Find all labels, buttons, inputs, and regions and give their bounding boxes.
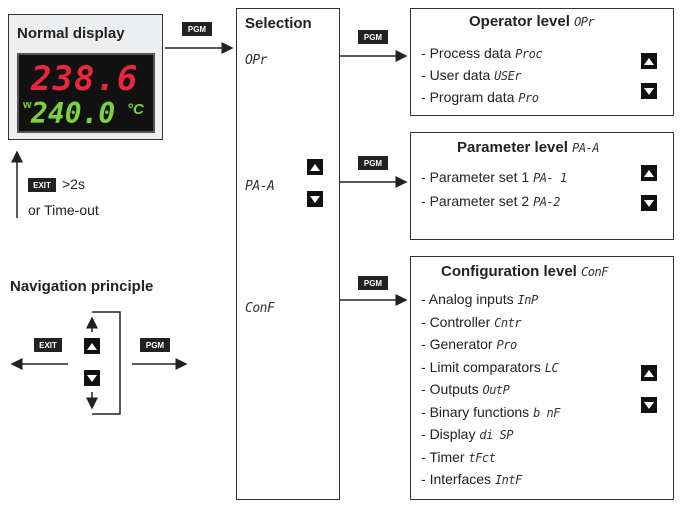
- nav-down-key[interactable]: [84, 370, 100, 386]
- selection-title: Selection: [245, 15, 312, 32]
- up-arrow-icon: [644, 369, 654, 377]
- pgm-key-operator[interactable]: PGM: [358, 30, 388, 44]
- navigation-title: Navigation principle: [10, 278, 154, 295]
- pgm-key-1[interactable]: PGM: [182, 22, 212, 36]
- configuration-item-code: b nF: [533, 405, 560, 420]
- configuration-item-code: Pro: [496, 338, 518, 352]
- parameter-down-key[interactable]: [641, 195, 657, 211]
- configuration-item-label: Analog inputs: [428, 291, 514, 307]
- configuration-item-label: Timer: [429, 448, 465, 465]
- up-arrow-icon: [87, 342, 97, 350]
- exit-timeout: or Time-out: [28, 202, 99, 218]
- configuration-item-label: Controller: [429, 313, 491, 330]
- operator-down-key[interactable]: [641, 83, 657, 99]
- down-arrow-icon: [644, 87, 654, 95]
- configuration-item[interactable]: - Interfaces IntF: [421, 471, 522, 487]
- operator-level-panel: Operator level OPr - Process data Proc -…: [410, 8, 674, 116]
- operator-up-key[interactable]: [641, 53, 657, 69]
- configuration-item-label: Display: [429, 426, 476, 442]
- down-arrow-icon: [87, 374, 97, 382]
- configuration-item[interactable]: - Timer tFct: [421, 448, 496, 465]
- selection-panel: Selection OPr PA-A ConF: [236, 8, 340, 500]
- configuration-item-code: InP: [517, 293, 539, 307]
- configuration-item-label: Limit comparators: [429, 358, 541, 375]
- pgm-key-parameter[interactable]: PGM: [358, 156, 388, 170]
- configuration-item-label: Binary functions: [429, 403, 530, 420]
- configuration-item-label: Outputs: [429, 381, 479, 397]
- configuration-item[interactable]: - Generator Pro: [421, 336, 517, 352]
- configuration-item-code: di SP: [479, 428, 513, 442]
- configuration-item-code: LC: [544, 360, 559, 375]
- process-value: 238.6: [31, 59, 139, 99]
- operator-item-process[interactable]: - Process data Proc: [421, 45, 543, 61]
- configuration-item[interactable]: - Controller Cntr: [421, 313, 522, 330]
- normal-display-title: Normal display: [17, 25, 125, 42]
- unit-label: °C: [127, 101, 144, 118]
- configuration-item-code: Cntr: [494, 315, 522, 330]
- configuration-item-label: Interfaces: [429, 471, 492, 487]
- nav-pgm-key[interactable]: PGM: [140, 338, 170, 352]
- setpoint-prefix: w: [23, 99, 32, 111]
- parameter-up-key[interactable]: [641, 165, 657, 181]
- selection-item-opr[interactable]: OPr: [245, 53, 267, 68]
- normal-display-panel: Normal display 238.6 w 240.0 °C: [8, 14, 163, 140]
- configuration-item[interactable]: - Analog inputs InP: [421, 291, 538, 307]
- setpoint-value: 240.0: [31, 97, 116, 130]
- parameter-level-panel: Parameter level PA-A - Parameter set 1 P…: [410, 132, 674, 240]
- operator-item-user[interactable]: - User data USEr: [421, 67, 522, 83]
- configuration-item-code: OutP: [482, 383, 510, 397]
- configuration-item[interactable]: - Binary functions b nF: [421, 403, 560, 420]
- selection-down-key[interactable]: [307, 191, 323, 207]
- configuration-item-label: Generator: [429, 336, 493, 352]
- configuration-level-panel: Configuration level ConF - Analog inputs…: [410, 256, 674, 500]
- selection-item-paa[interactable]: PA-A: [245, 179, 275, 194]
- exit-duration: >2s: [62, 176, 85, 192]
- configuration-item-code: IntF: [494, 473, 522, 487]
- lcd-screen: 238.6 w 240.0 °C: [17, 53, 155, 133]
- up-arrow-icon: [644, 169, 654, 177]
- up-arrow-icon: [310, 163, 320, 171]
- exit-key-hint[interactable]: EXIT: [28, 178, 56, 192]
- up-arrow-icon: [644, 57, 654, 65]
- down-arrow-icon: [310, 195, 320, 203]
- configuration-item[interactable]: - Limit comparators LC: [421, 358, 559, 375]
- down-arrow-icon: [644, 401, 654, 409]
- pgm-key-configuration[interactable]: PGM: [358, 276, 388, 290]
- parameter-item-set1[interactable]: - Parameter set 1 PA- 1: [421, 169, 567, 185]
- parameter-level-title: Parameter level PA-A: [457, 139, 599, 156]
- operator-level-title: Operator level OPr: [469, 13, 595, 30]
- selection-item-conf[interactable]: ConF: [245, 301, 275, 316]
- configuration-item-code: tFct: [468, 450, 496, 465]
- parameter-item-set2[interactable]: - Parameter set 2 PA-2: [421, 193, 560, 209]
- nav-up-key[interactable]: [84, 338, 100, 354]
- configuration-up-key[interactable]: [641, 365, 657, 381]
- configuration-level-title: Configuration level ConF: [441, 263, 608, 280]
- configuration-item[interactable]: - Display di SP: [421, 426, 513, 442]
- configuration-item[interactable]: - Outputs OutP: [421, 381, 510, 397]
- down-arrow-icon: [644, 199, 654, 207]
- selection-up-key[interactable]: [307, 159, 323, 175]
- operator-item-program[interactable]: - Program data Pro: [421, 89, 539, 105]
- configuration-down-key[interactable]: [641, 397, 657, 413]
- nav-cycle-bracket: [92, 311, 121, 415]
- nav-exit-key[interactable]: EXIT: [34, 338, 62, 352]
